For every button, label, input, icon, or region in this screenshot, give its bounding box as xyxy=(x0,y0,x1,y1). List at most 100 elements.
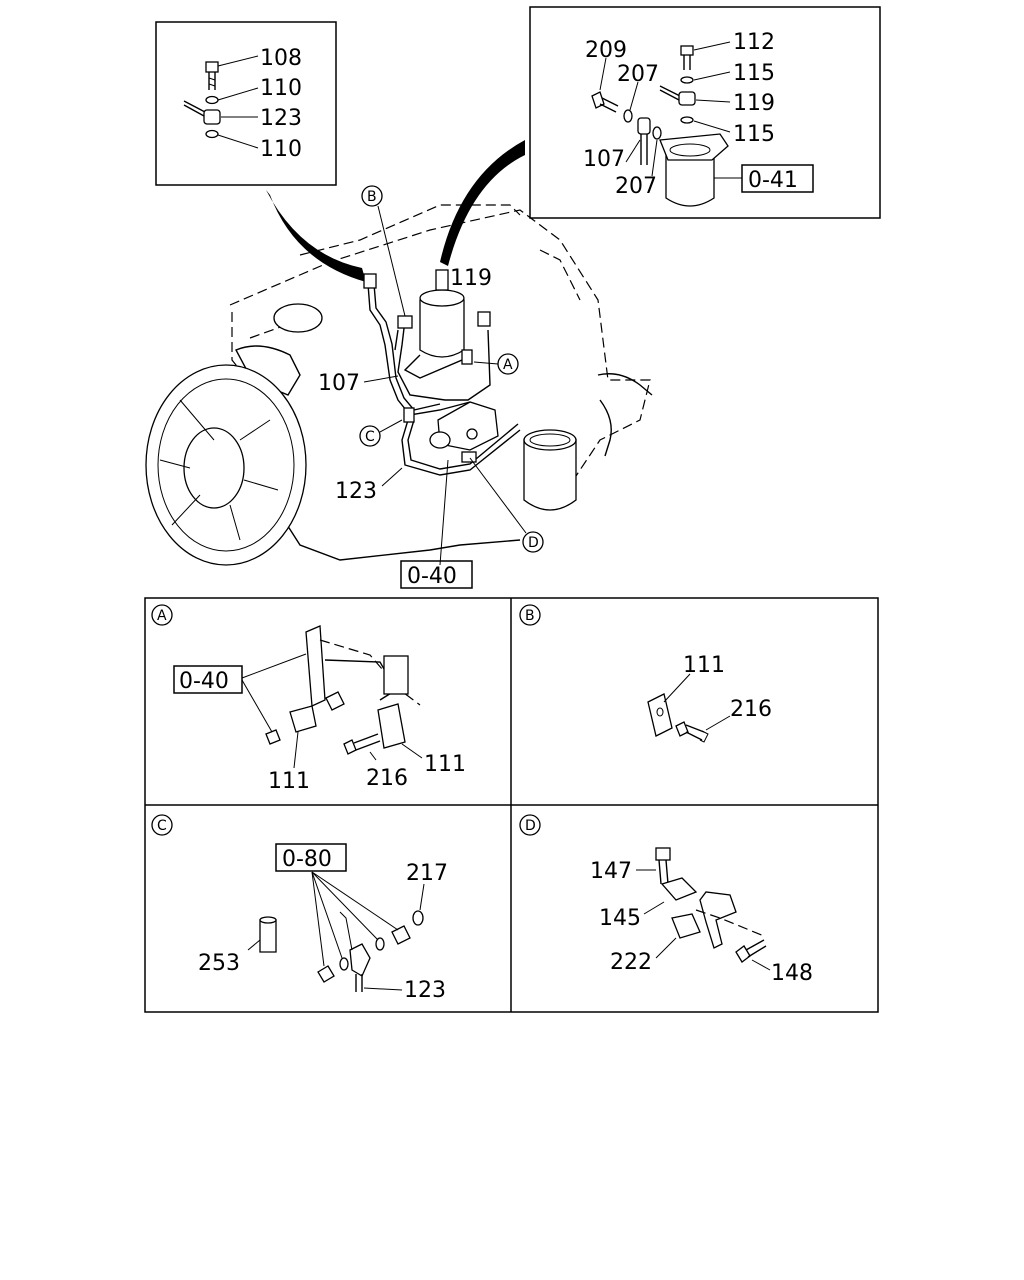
washer-110-upper xyxy=(205,95,219,105)
callout-c: C xyxy=(365,429,375,445)
fuel-pipe-123 xyxy=(401,419,521,476)
label-c-253: 253 xyxy=(198,951,240,976)
inset-top-right: 209 207 112 115 119 115 107 207 0-41 xyxy=(529,6,881,219)
inset-pointer-right xyxy=(440,140,525,266)
eye-joint-107 xyxy=(637,117,651,135)
callout-a: A xyxy=(503,357,513,373)
ref-box-0-41 xyxy=(741,164,814,193)
detail-d-clamp-145 xyxy=(660,877,698,901)
washer-207-upper xyxy=(623,109,633,123)
label-207-upper: 207 xyxy=(617,62,659,87)
label-115-upper: 115 xyxy=(733,61,775,86)
detail-a-nut xyxy=(265,729,281,745)
engine-block-outline-upper xyxy=(229,209,651,501)
fan-hub xyxy=(183,427,245,509)
oil-filler-cap xyxy=(273,303,323,333)
label-119-inset: 119 xyxy=(733,91,775,116)
fan-blades xyxy=(159,399,279,541)
ref-label-0-40-a: 0-40 xyxy=(179,669,229,694)
injector-nozzle xyxy=(477,311,491,327)
ref-box-0-40-a xyxy=(173,665,243,694)
oil-filter xyxy=(523,439,577,511)
label-b-111: 111 xyxy=(683,653,725,678)
detail-a-bracket-plate xyxy=(305,625,326,707)
washer-207-lower xyxy=(652,126,662,140)
detail-a-marker-circle xyxy=(151,604,173,626)
detail-b-marker-circle xyxy=(519,604,541,626)
detail-grid xyxy=(144,597,879,1013)
pipe-clip-a xyxy=(461,349,473,365)
inset-top-left-frame xyxy=(155,21,337,186)
pipe-clip-d xyxy=(461,451,477,463)
label-a-216: 216 xyxy=(366,766,408,791)
ref-label-0-40-main: 0-40 xyxy=(407,564,457,589)
washer-115-upper xyxy=(680,76,694,84)
fuel-filter-body xyxy=(665,149,715,207)
detail-c-nut xyxy=(317,965,335,983)
callout-b: B xyxy=(367,189,377,205)
label-d-148: 148 xyxy=(771,961,813,986)
detail-a-clamp-111-left xyxy=(289,705,317,733)
injector-nozzle-front xyxy=(363,273,377,289)
detail-d-clamp-222 xyxy=(671,913,701,939)
label-207-lower: 207 xyxy=(615,174,657,199)
fuel-filter-head xyxy=(659,133,729,161)
callout-circle-c xyxy=(359,425,381,447)
label-110-lower: 110 xyxy=(260,137,302,162)
callout-d: D xyxy=(528,535,539,551)
detail-c-sleeve-253 xyxy=(259,919,277,953)
label-107-inset: 107 xyxy=(583,147,625,172)
fuel-filter-main xyxy=(419,299,465,358)
ref-label-0-41: 0-41 xyxy=(748,168,798,193)
detail-c-marker: C xyxy=(157,818,167,834)
ref-label-0-80: 0-80 xyxy=(282,847,332,872)
label-d-145: 145 xyxy=(599,906,641,931)
detail-a-bolt-216-head xyxy=(343,739,357,755)
label-119-main: 119 xyxy=(450,266,492,291)
callout-circle-b xyxy=(361,185,383,207)
inset-top-left: 108 110 123 110 xyxy=(155,21,337,186)
pipe-clip-b xyxy=(397,315,413,329)
callout-circle-a xyxy=(497,353,519,375)
washer-115-lower xyxy=(680,116,694,124)
label-115-lower: 115 xyxy=(733,122,775,147)
washer-110-lower xyxy=(205,129,219,139)
detail-d-bracket xyxy=(699,891,737,949)
label-c-123: 123 xyxy=(404,978,446,1003)
engine-view: A B C D 119 107 123 0-40 xyxy=(145,185,653,589)
detail-c-marker-circle xyxy=(151,814,173,836)
detail-b: B 111 216 xyxy=(519,604,772,743)
detail-c-banjo-123 xyxy=(349,943,371,977)
detail-b-bolt-216-head xyxy=(675,721,689,737)
detail-b-marker: B xyxy=(525,608,535,624)
label-d-147: 147 xyxy=(590,859,632,884)
label-123-main: 123 xyxy=(335,479,377,504)
detail-c: C 0-80 217 253 123 xyxy=(151,814,448,1003)
label-c-217: 217 xyxy=(406,861,448,886)
label-112: 112 xyxy=(733,30,775,55)
ref-box-0-80 xyxy=(275,843,347,872)
label-a-111-left: 111 xyxy=(268,769,310,794)
detail-c-washer-217 xyxy=(412,910,424,926)
ref-box-0-40-main xyxy=(400,560,473,589)
label-a-111-right: 111 xyxy=(424,752,466,777)
fuel-pipe-loop xyxy=(397,319,491,401)
label-123: 123 xyxy=(260,106,302,131)
callout-circle-d xyxy=(522,531,544,553)
eye-joint-123 xyxy=(203,109,221,125)
label-b-216: 216 xyxy=(730,697,772,722)
label-108: 108 xyxy=(260,46,302,71)
bolt-112-head xyxy=(680,45,694,56)
label-209: 209 xyxy=(585,38,627,63)
detail-c-bolt xyxy=(391,925,411,945)
detail-d-bolt-147-head xyxy=(655,847,671,861)
engine-front-cover xyxy=(235,345,301,396)
detail-d: D 147 145 222 148 xyxy=(519,814,813,986)
fuel-filter-main-head xyxy=(435,269,449,291)
detail-d-marker: D xyxy=(525,818,536,834)
label-d-222: 222 xyxy=(610,950,652,975)
detail-b-clamp-111 xyxy=(647,693,673,737)
detail-a-clip-tab xyxy=(383,655,409,695)
label-110-upper: 110 xyxy=(260,76,302,101)
